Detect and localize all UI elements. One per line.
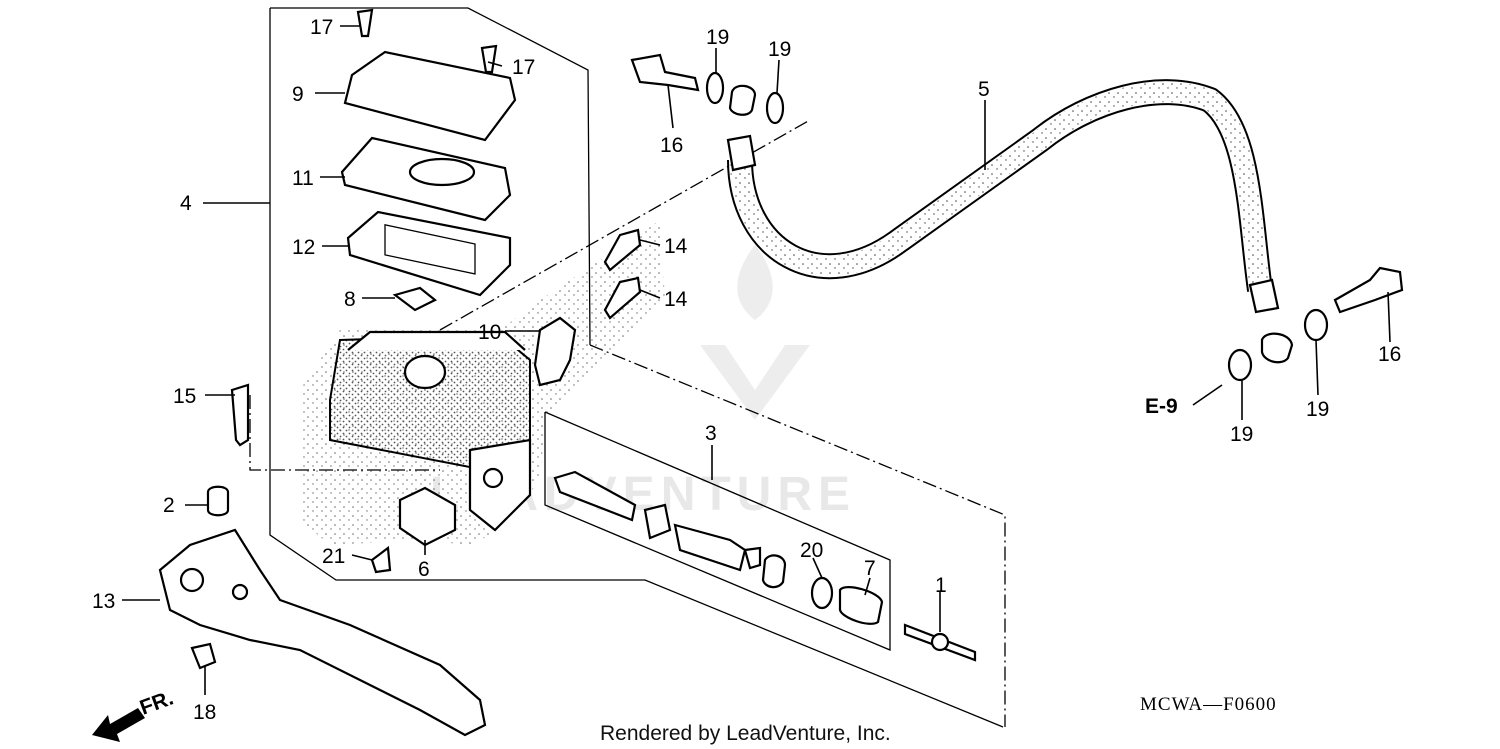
banjo-bolt-16a [630,53,700,92]
master-cylinder-body [300,220,665,545]
callout-7: 7 [864,557,876,580]
reference-label: E-9 [1145,395,1178,418]
washer-19b [765,91,785,125]
lever-hole [231,583,249,601]
plate-hole [408,157,476,187]
banjo-bolt-16b [1333,266,1404,314]
callout-8: 8 [344,288,356,311]
callout-14a: 14 [664,235,688,258]
switch [398,486,457,547]
front-marker-label: FR. [137,687,177,720]
pivot-bolt [230,383,250,447]
diaphragm [346,210,512,297]
callout-9: 9 [292,83,304,106]
callout-19a: 19 [706,26,729,49]
screw-21 [370,545,392,574]
callout-17a: 17 [310,16,333,39]
reservoir-cap [343,50,517,142]
callout-19c: 19 [1230,423,1253,446]
diagram-code: MCWA—F0600 [1140,694,1277,715]
bracket [533,316,577,387]
callout-4: 4 [180,192,192,215]
clutch-hose [726,79,1280,314]
dust-cap [206,485,230,517]
front-arrow: FR. [92,687,176,742]
callout-2: 2 [163,494,175,517]
callout-16b: 16 [1378,343,1401,366]
o-ring [810,576,834,610]
washer-19c [1227,348,1253,382]
callout-11: 11 [292,167,314,190]
washer-19d [1303,308,1329,342]
callout-20: 20 [800,539,823,562]
screw-17b [480,44,498,74]
callout-21: 21 [322,545,345,568]
lever-pivot-hole [179,567,205,593]
callout-5: 5 [978,78,990,101]
boot [838,585,884,625]
callout-19d: 19 [1306,398,1329,421]
callout-3: 3 [705,422,717,445]
callout-1: 1 [935,574,947,597]
callout-19b: 19 [768,38,791,61]
piston-assembly [553,470,787,589]
screw-17a [356,8,374,38]
callout-10: 10 [478,321,501,344]
callout-12: 12 [292,236,315,259]
bolt-14a [603,228,642,272]
callout-13: 13 [92,590,115,613]
credit-text: Rendered by LeadVenture, Inc. [600,722,891,745]
callout-15: 15 [173,385,196,408]
callout-18: 18 [193,701,216,724]
callouts: 1 2 3 4 5 6 7 8 9 10 11 12 13 14 14 15 1… [92,16,1401,724]
leader-lines [122,25,1391,695]
diaphragm-inner [384,224,476,275]
clip [392,286,438,312]
pushrod-collar [930,632,950,652]
washer-19a [705,71,725,105]
bolt-14b [603,276,642,320]
clutch-lever [158,528,487,737]
callout-6: 6 [418,558,430,581]
banjo-bottom [1260,332,1294,364]
banjo-top [728,84,757,116]
callout-16a: 16 [660,134,683,157]
callout-14b: 14 [664,288,688,311]
callout-17b: 17 [512,56,535,79]
nut-18 [190,642,217,670]
